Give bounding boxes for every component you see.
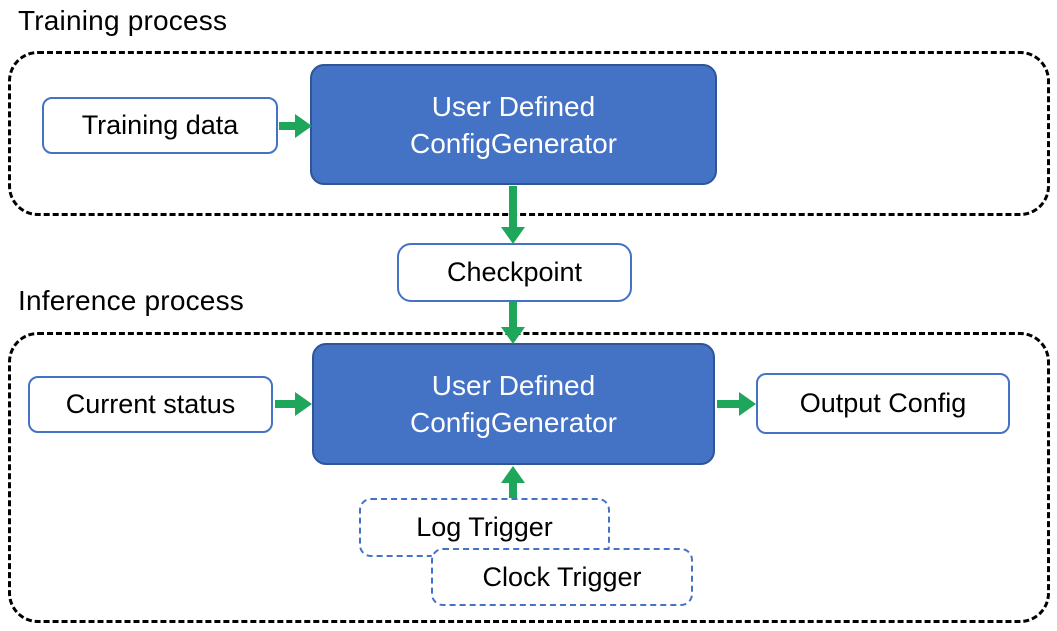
output-config-box: Output Config — [756, 373, 1010, 434]
inference-generator-label-line1: User Defined — [431, 370, 596, 401]
arrow-trigger-to-generator — [509, 481, 517, 498]
arrow-training-data-to-generator — [279, 122, 297, 130]
arrow-current-status-to-generator-head — [295, 392, 312, 416]
training-generator-label-line1: User Defined — [431, 90, 596, 122]
arrow-generator-to-output — [717, 400, 740, 408]
arrow-generator-to-output-head — [739, 392, 756, 416]
clock-trigger-box: Clock Trigger — [431, 548, 693, 606]
arrow-checkpoint-to-generator-head — [501, 327, 525, 344]
arrow-checkpoint-to-generator — [509, 302, 517, 329]
training-generator-label-line2: ConfigGenerator — [409, 127, 617, 159]
training-process-container — [8, 51, 1050, 216]
inference-generator-label-line2: ConfigGenerator — [409, 407, 617, 438]
arrow-current-status-to-generator — [275, 400, 296, 408]
training-data-box: Training data — [42, 97, 278, 154]
inference-config-generator-box: User Defined ConfigGenerator — [312, 343, 715, 465]
inference-process-container — [8, 332, 1050, 623]
training-config-generator-box: User Defined ConfigGenerator — [310, 64, 717, 185]
training-process-title: Training process — [18, 5, 228, 36]
arrow-trigger-to-generator-head — [501, 466, 525, 483]
arrow-generator-to-checkpoint-head — [501, 227, 525, 244]
current-status-box: Current status — [28, 376, 273, 433]
inference-process-title: Inference process — [18, 285, 244, 316]
arrow-generator-to-checkpoint — [509, 186, 517, 228]
arrow-training-data-to-generator-head — [295, 114, 312, 138]
checkpoint-box: Checkpoint — [397, 243, 632, 302]
